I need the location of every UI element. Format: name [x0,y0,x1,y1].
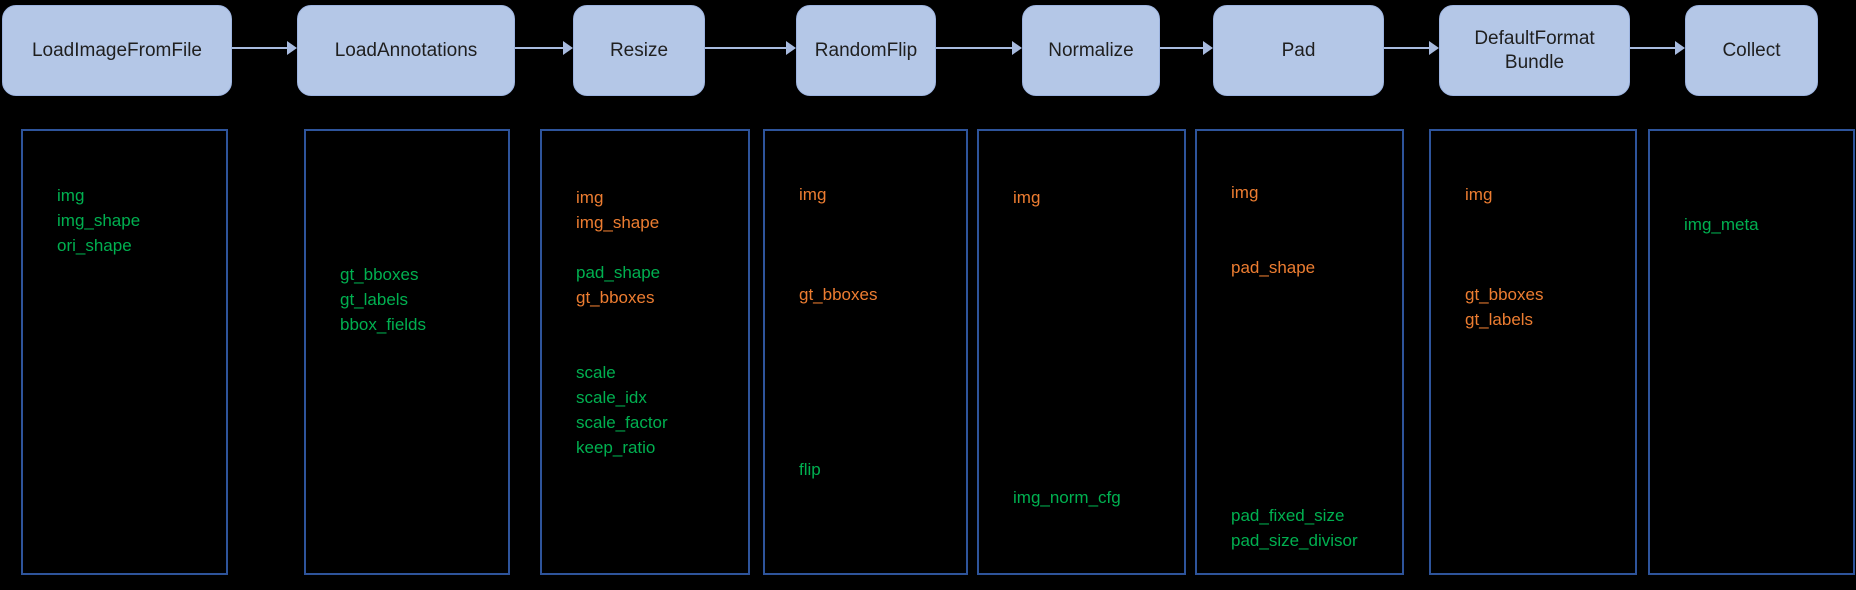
key-gt-bboxes: gt_bboxes [799,285,878,304]
key-keep-ratio: keep_ratio [576,438,656,457]
flow-arrow-5 [1160,41,1213,55]
key-block: img [1013,185,1180,210]
key-block: pad_shape gt_bboxes [576,260,744,310]
key-img: img [1465,185,1493,204]
key-scale-factor: scale_factor [576,413,668,432]
content-box-collect: img_meta [1648,129,1855,575]
stage-label: Collect [1722,39,1781,61]
stage-label: Resize [609,39,669,61]
stage-label: RandomFlip [814,39,918,61]
stage-node-load-annotations: LoadAnnotations [297,5,515,96]
arrow-line [936,47,1013,49]
key-img: img [1013,188,1041,207]
content-box-load-annotations: gt_bboxes gt_labels bbox_fields [304,129,510,575]
key-gt-labels: gt_labels [340,290,409,309]
arrow-head-icon [1675,41,1685,55]
key-scale-idx: scale_idx [576,388,647,407]
key-pad-size-divisor: pad_size_divisor [1231,531,1358,550]
stage-node-pad: Pad [1213,5,1384,96]
flow-arrow-2 [515,41,573,55]
content-box-load-image-from-file: img img_shape ori_shape [21,129,228,575]
key-block: gt_bboxes gt_labels [1465,282,1631,332]
content-box-default-format-bundle: img gt_bboxes gt_labels [1429,129,1637,575]
key-img-shape: img_shape [57,211,141,230]
key-img: img [57,186,85,205]
key-img: img [576,188,604,207]
arrow-head-icon [786,41,796,55]
key-block: pad_shape [1231,255,1398,280]
stage-label: LoadImageFromFile [31,39,203,61]
key-img-shape: img_shape [576,213,660,232]
key-pad-shape: pad_shape [576,263,661,282]
key-block: img_norm_cfg [1013,485,1180,510]
stage-node-default-format-bundle: DefaultFormat Bundle [1439,5,1630,96]
key-pad-shape: pad_shape [1231,258,1316,277]
key-gt-bboxes: gt_bboxes [576,288,655,307]
key-img: img [1231,183,1259,202]
arrow-head-icon [1203,41,1213,55]
flow-arrow-3 [705,41,796,55]
key-pad-fixed-size: pad_fixed_size [1231,506,1345,525]
key-gt-labels: gt_labels [1465,310,1534,329]
key-block: flip [799,457,962,482]
stage-label: DefaultFormat Bundle [1474,27,1595,73]
stage-node-normalize: Normalize [1022,5,1160,96]
flow-arrow-6 [1384,41,1439,55]
arrow-head-icon [1429,41,1439,55]
stage-label: Normalize [1048,39,1134,61]
key-bbox-fields: bbox_fields [340,315,427,334]
arrow-head-icon [287,41,297,55]
content-box-pad: img pad_shape pad_fixed_size pad_size_di… [1195,129,1404,575]
stage-label: Pad [1281,39,1316,61]
arrow-line [1384,47,1430,49]
key-img-norm-cfg: img_norm_cfg [1013,488,1121,507]
flow-arrow-4 [936,41,1022,55]
flow-arrow-7 [1630,41,1685,55]
arrow-head-icon [1012,41,1022,55]
key-block: img img_shape [576,185,744,235]
arrow-line [515,47,564,49]
key-block: gt_bboxes [799,282,962,307]
content-box-resize: img img_shape pad_shape gt_bboxes scale … [540,129,750,575]
stage-label: LoadAnnotations [334,39,478,61]
key-block: pad_fixed_size pad_size_divisor [1231,503,1398,553]
arrow-line [1160,47,1204,49]
flow-arrow-1 [232,41,297,55]
content-box-normalize: img img_norm_cfg [977,129,1186,575]
key-scale: scale [576,363,616,382]
key-gt-bboxes: gt_bboxes [340,265,419,284]
arrow-line [705,47,787,49]
arrow-line [232,47,288,49]
key-gt-bboxes: gt_bboxes [1465,285,1544,304]
arrow-line [1630,47,1676,49]
key-img: img [799,185,827,204]
key-flip: flip [799,460,821,479]
key-block: img [799,182,962,207]
key-block: gt_bboxes gt_labels bbox_fields [340,262,504,337]
key-ori-shape: ori_shape [57,236,132,255]
stage-node-resize: Resize [573,5,705,96]
arrow-head-icon [563,41,573,55]
key-block: img img_shape ori_shape [57,183,222,258]
stage-node-random-flip: RandomFlip [796,5,936,96]
key-block: img_meta [1684,212,1849,237]
key-block: img [1465,182,1631,207]
stage-node-load-image-from-file: LoadImageFromFile [2,5,232,96]
content-box-random-flip: img gt_bboxes flip [763,129,968,575]
key-block: scale scale_idx scale_factor keep_ratio [576,360,744,460]
key-block: img [1231,180,1398,205]
key-img-meta: img_meta [1684,215,1759,234]
stage-node-collect: Collect [1685,5,1818,96]
